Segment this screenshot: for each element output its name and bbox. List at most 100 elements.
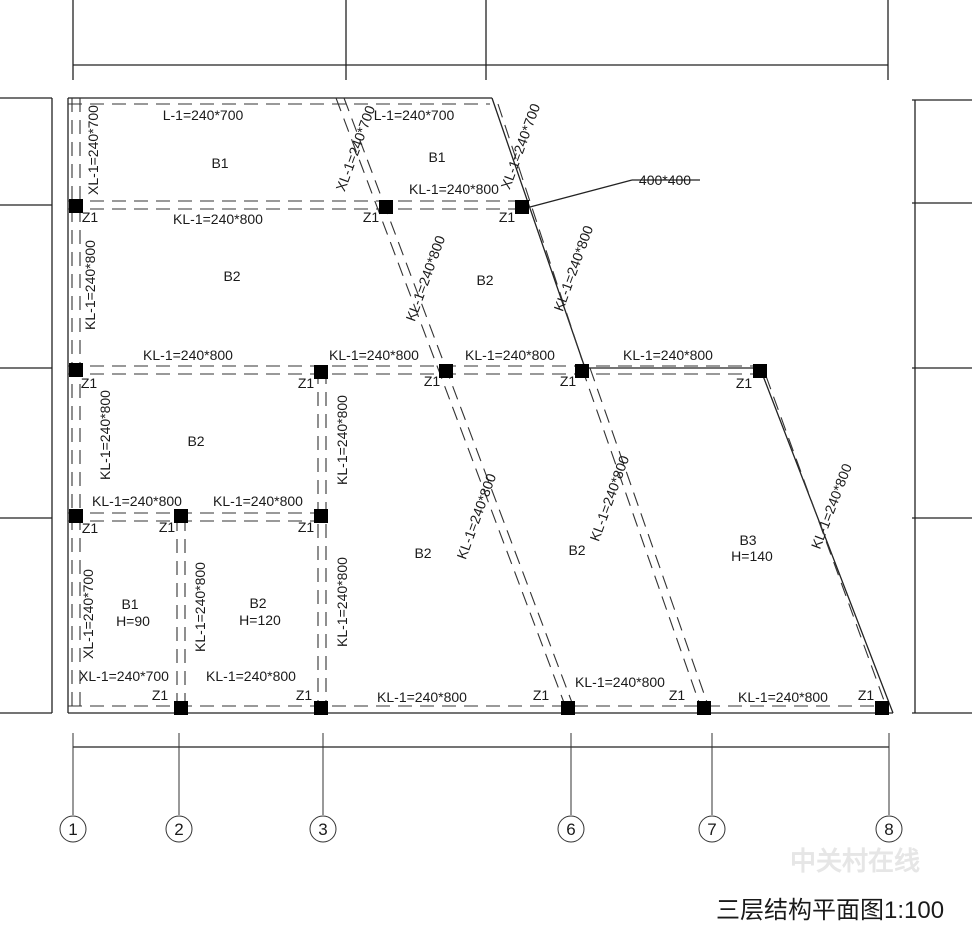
beam-label: 400*400: [639, 172, 691, 188]
beam-label: KL-1=240*800: [623, 347, 713, 363]
beam-label: KL-1=240*800: [334, 557, 350, 647]
column-z1: [575, 364, 589, 378]
beam-label: KL-1=240*800: [143, 347, 233, 363]
beam-line: [497, 103, 583, 361]
slab-label: B2: [249, 595, 266, 611]
axis-label: 6: [566, 820, 575, 839]
beam-label: KL-1=240*800: [550, 223, 596, 313]
column-tag: Z1: [159, 519, 176, 535]
slab-label: B2: [223, 268, 240, 284]
outline-line: [759, 367, 894, 714]
beam-line: [589, 367, 710, 709]
column-z1: [174, 701, 188, 715]
column-tag: Z1: [533, 687, 550, 703]
beam-label: XL-1=240*700: [80, 569, 96, 659]
beam-label: KL-1=240*800: [82, 240, 98, 330]
watermark: 中关村在线: [790, 846, 920, 876]
beam-label: XL-1=240*700: [497, 101, 543, 191]
slab-label: B2: [568, 542, 585, 558]
slab-thickness-label: H=140: [731, 548, 773, 564]
slab-thickness-label: H=120: [239, 612, 281, 628]
beam-label: KL-1=240*800: [192, 562, 208, 652]
column-tag: Z1: [363, 209, 380, 225]
column-tag: Z1: [858, 687, 875, 703]
column-z1: [174, 509, 188, 523]
axis-bubble: [59, 815, 87, 843]
beam-label: KL-1=240*800: [586, 453, 632, 543]
beam-label: KL-1=240*800: [92, 493, 182, 509]
slab-label: B1: [428, 149, 445, 165]
beam-label: KL-1=240*800: [206, 668, 296, 684]
column-tag: Z1: [298, 519, 315, 535]
beam-label: XL-1=240*700: [79, 668, 169, 684]
slab-label: B3: [739, 532, 756, 548]
beam-label: KL-1=240*800: [402, 233, 448, 323]
axis-bubble: [557, 815, 585, 843]
slab-label: B2: [476, 272, 493, 288]
axis-label: 2: [174, 820, 183, 839]
beam-label: KL-1=240*800: [453, 471, 499, 561]
slab-thickness-label: H=90: [116, 613, 150, 629]
beam-line: [765, 375, 887, 707]
beam-label: L-1=240*700: [163, 107, 244, 123]
column-tag: Z1: [296, 687, 313, 703]
column-z1: [379, 200, 393, 214]
column-tag: Z1: [669, 687, 686, 703]
slab-label: B1: [211, 155, 228, 171]
column-tag: Z1: [424, 373, 441, 389]
column-z1: [515, 200, 529, 214]
column-z1: [875, 701, 889, 715]
beam-label: KL-1=240*800: [97, 390, 113, 480]
drawing-title: 三层结构平面图1:100: [716, 897, 944, 924]
beam-label: KL-1=240*800: [465, 347, 555, 363]
slab-label: B2: [187, 433, 204, 449]
column-z1: [697, 701, 711, 715]
slab-label: B2: [414, 545, 431, 561]
beam-label: KL-1=240*800: [409, 181, 499, 197]
column-tag: Z1: [82, 520, 99, 536]
columns: [69, 199, 889, 715]
beam-label: KL-1=240*800: [575, 674, 665, 690]
beam-line: [581, 367, 702, 709]
column-tag: Z1: [82, 209, 99, 225]
axis-bubble: [698, 815, 726, 843]
beam-label: XL-1=240*700: [85, 105, 101, 195]
outline-line: [491, 97, 586, 369]
column-z1: [69, 199, 83, 213]
column-z1: [69, 363, 83, 377]
column-tag: Z1: [298, 375, 315, 391]
column-tag: Z1: [736, 375, 753, 391]
column-z1: [314, 365, 328, 379]
slab-label: B1: [121, 596, 138, 612]
beam-label: XL-1=240*700: [332, 103, 378, 193]
beam-label: KL-1=240*800: [173, 211, 263, 227]
beam-label: KL-1=240*800: [738, 689, 828, 705]
column-z1: [439, 364, 453, 378]
column-z1: [314, 509, 328, 523]
column-z1: [314, 701, 328, 715]
column-tag: Z1: [152, 687, 169, 703]
column-tag: Z1: [81, 375, 98, 391]
axis-label: 7: [707, 820, 716, 839]
column-z1: [753, 364, 767, 378]
beam-label: KL-1=240*800: [377, 689, 467, 705]
axis-bubble: [309, 815, 337, 843]
beam-label: KL-1=240*800: [213, 493, 303, 509]
column-tag: Z1: [560, 373, 577, 389]
column-z1: [69, 509, 83, 523]
axis-label: 3: [318, 820, 327, 839]
axis-label: 8: [884, 820, 893, 839]
beam-label: KL-1=240*800: [808, 461, 855, 551]
plan-lines: [0, 0, 972, 748]
column-z1: [561, 701, 575, 715]
axis-label: 1: [68, 820, 77, 839]
beam-label: KL-1=240*800: [329, 347, 419, 363]
outline-line: [529, 179, 633, 208]
axis-bubble: [875, 815, 903, 843]
column-tag: Z1: [499, 209, 516, 225]
beam-label: L-1=240*700: [374, 107, 455, 123]
axis-bubble: [165, 815, 193, 843]
beam-label: KL-1=240*800: [334, 395, 350, 485]
